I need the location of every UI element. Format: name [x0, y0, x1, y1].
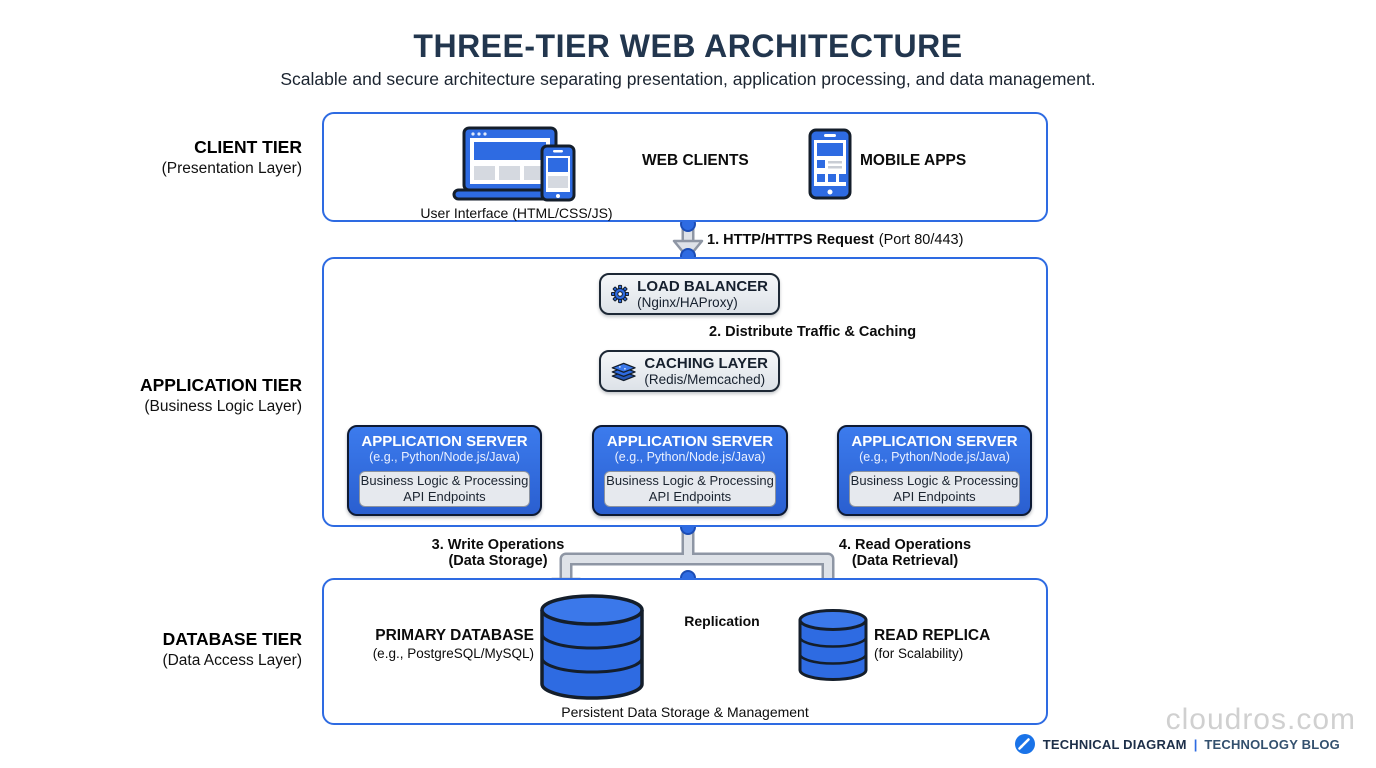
- brand-separator: |: [1193, 736, 1198, 752]
- app-server-inner-box: Business Logic & Processing API Endpoint…: [849, 471, 1020, 507]
- pen-circle-icon: [1014, 734, 1035, 754]
- caching-layer-subtitle: (Redis/Memcached): [644, 371, 766, 387]
- brand-tagline: TECHNOLOGY BLOG: [1204, 736, 1340, 752]
- brand-title: TECHNICAL DIAGRAM: [1042, 736, 1187, 752]
- client-caption: User Interface (HTML/CSS/JS): [420, 205, 613, 221]
- flow-read-line2: (Data Retrieval): [851, 553, 959, 570]
- app-server-title: APPLICATION SERVER: [361, 433, 528, 450]
- watermark: cloudros.com: [1165, 703, 1356, 736]
- caching-layer-node: CACHING LAYER (Redis/Memcached): [599, 350, 780, 392]
- database-cylinder-icon: [798, 609, 868, 682]
- client-tier-box: User Interface (HTML/CSS/JS) WEB CLIENTS…: [322, 112, 1048, 222]
- application-tier-layer: (Business Logic Layer): [144, 397, 302, 415]
- load-balancer-title: LOAD BALANCER: [637, 277, 768, 295]
- application-tier-name: APPLICATION TIER: [139, 375, 302, 395]
- flow-label-request: 1. HTTP/HTTPS Request(Port 80/443): [707, 232, 963, 248]
- application-server-right: APPLICATION SERVER (e.g., Python/Node.js…: [837, 425, 1032, 516]
- caching-layer-title: CACHING LAYER: [644, 354, 768, 372]
- read-replica-title: READ REPLICA: [874, 627, 991, 644]
- flow-label-write: 3. Write Operations (Data Storage): [408, 537, 588, 569]
- app-server-inner-box: Business Logic & Processing API Endpoint…: [359, 471, 530, 507]
- flow-request-normal: (Port 80/443): [878, 232, 964, 248]
- web-clients-label: WEB CLIENTS: [642, 152, 749, 169]
- flow-write-line1: 3. Write Operations: [431, 537, 565, 553]
- app-server-inner-line2: API Endpoints: [648, 489, 732, 504]
- gear-icon: [611, 284, 630, 304]
- database-tier-box: PRIMARY DATABASE (e.g., PostgreSQL/MySQL…: [322, 578, 1048, 725]
- database-tier-layer: (Data Access Layer): [162, 651, 302, 669]
- client-tier-name: CLIENT TIER: [194, 137, 302, 157]
- page-title: THREE-TIER WEB ARCHITECTURE: [413, 28, 963, 64]
- app-server-subtitle: (e.g., Python/Node.js/Java): [859, 450, 1010, 464]
- brand-footer: TECHNICAL DIAGRAM | TECHNOLOGY BLOG: [1014, 733, 1340, 755]
- app-server-inner-line1: Business Logic & Processing: [360, 473, 529, 489]
- tier-label-application: APPLICATION TIER (Business Logic Layer): [60, 375, 302, 415]
- read-replica-subtitle: (for Scalability): [874, 645, 964, 661]
- tier-label-client: CLIENT TIER (Presentation Layer): [60, 137, 302, 177]
- flow-read-line1: 4. Read Operations: [838, 537, 972, 553]
- app-server-inner-line2: API Endpoints: [893, 489, 976, 504]
- app-server-title: APPLICATION SERVER: [851, 433, 1018, 450]
- flow-label-read: 4. Read Operations (Data Retrieval): [815, 537, 995, 569]
- load-balancer-node: LOAD BALANCER (Nginx/HAProxy): [599, 273, 780, 315]
- arrowhead-client-to-app: [672, 239, 704, 260]
- database-caption: Persistent Data Storage & Management: [561, 704, 809, 720]
- primary-database-label: PRIMARY DATABASE (e.g., PostgreSQL/MySQL…: [364, 627, 534, 662]
- load-balancer-subtitle: (Nginx/HAProxy): [637, 294, 738, 310]
- application-server-middle: APPLICATION SERVER (e.g., Python/Node.js…: [592, 425, 788, 516]
- app-server-subtitle: (e.g., Python/Node.js/Java): [614, 450, 766, 464]
- app-server-inner-line1: Business Logic & Processing: [850, 473, 1019, 489]
- read-replica-label: READ REPLICA (for Scalability): [874, 627, 1034, 662]
- client-tier-layer: (Presentation Layer): [161, 159, 302, 177]
- app-server-inner-line1: Business Logic & Processing: [606, 473, 774, 489]
- flow-label-distribute: 2. Distribute Traffic & Caching: [709, 324, 917, 340]
- app-server-title: APPLICATION SERVER: [606, 433, 774, 450]
- app-server-inner-line2: API Endpoints: [403, 489, 486, 504]
- primary-database-title: PRIMARY DATABASE: [375, 627, 534, 644]
- replication-label: Replication: [684, 613, 760, 629]
- primary-database-subtitle: (e.g., PostgreSQL/MySQL): [372, 645, 534, 661]
- smartphone-icon: [808, 128, 852, 200]
- layer-stack-icon: [611, 362, 636, 382]
- app-server-subtitle: (e.g., Python/Node.js/Java): [369, 450, 520, 464]
- page-subtitle: Scalable and secure architecture separat…: [280, 69, 1096, 89]
- database-cylinder-icon: [540, 594, 644, 700]
- mobile-apps-label: MOBILE APPS: [860, 152, 967, 169]
- tier-label-database: DATABASE TIER (Data Access Layer): [60, 629, 302, 669]
- application-server-left: APPLICATION SERVER (e.g., Python/Node.js…: [347, 425, 542, 516]
- flow-write-line2: (Data Storage): [448, 553, 548, 570]
- laptop-phone-icon: [452, 126, 576, 202]
- database-tier-name: DATABASE TIER: [162, 629, 302, 649]
- flow-request-bold: 1. HTTP/HTTPS Request: [707, 232, 874, 248]
- app-server-inner-box: Business Logic & Processing API Endpoint…: [604, 471, 776, 507]
- application-tier-box: LOAD BALANCER (Nginx/HAProxy) 2. Distrib…: [322, 257, 1048, 527]
